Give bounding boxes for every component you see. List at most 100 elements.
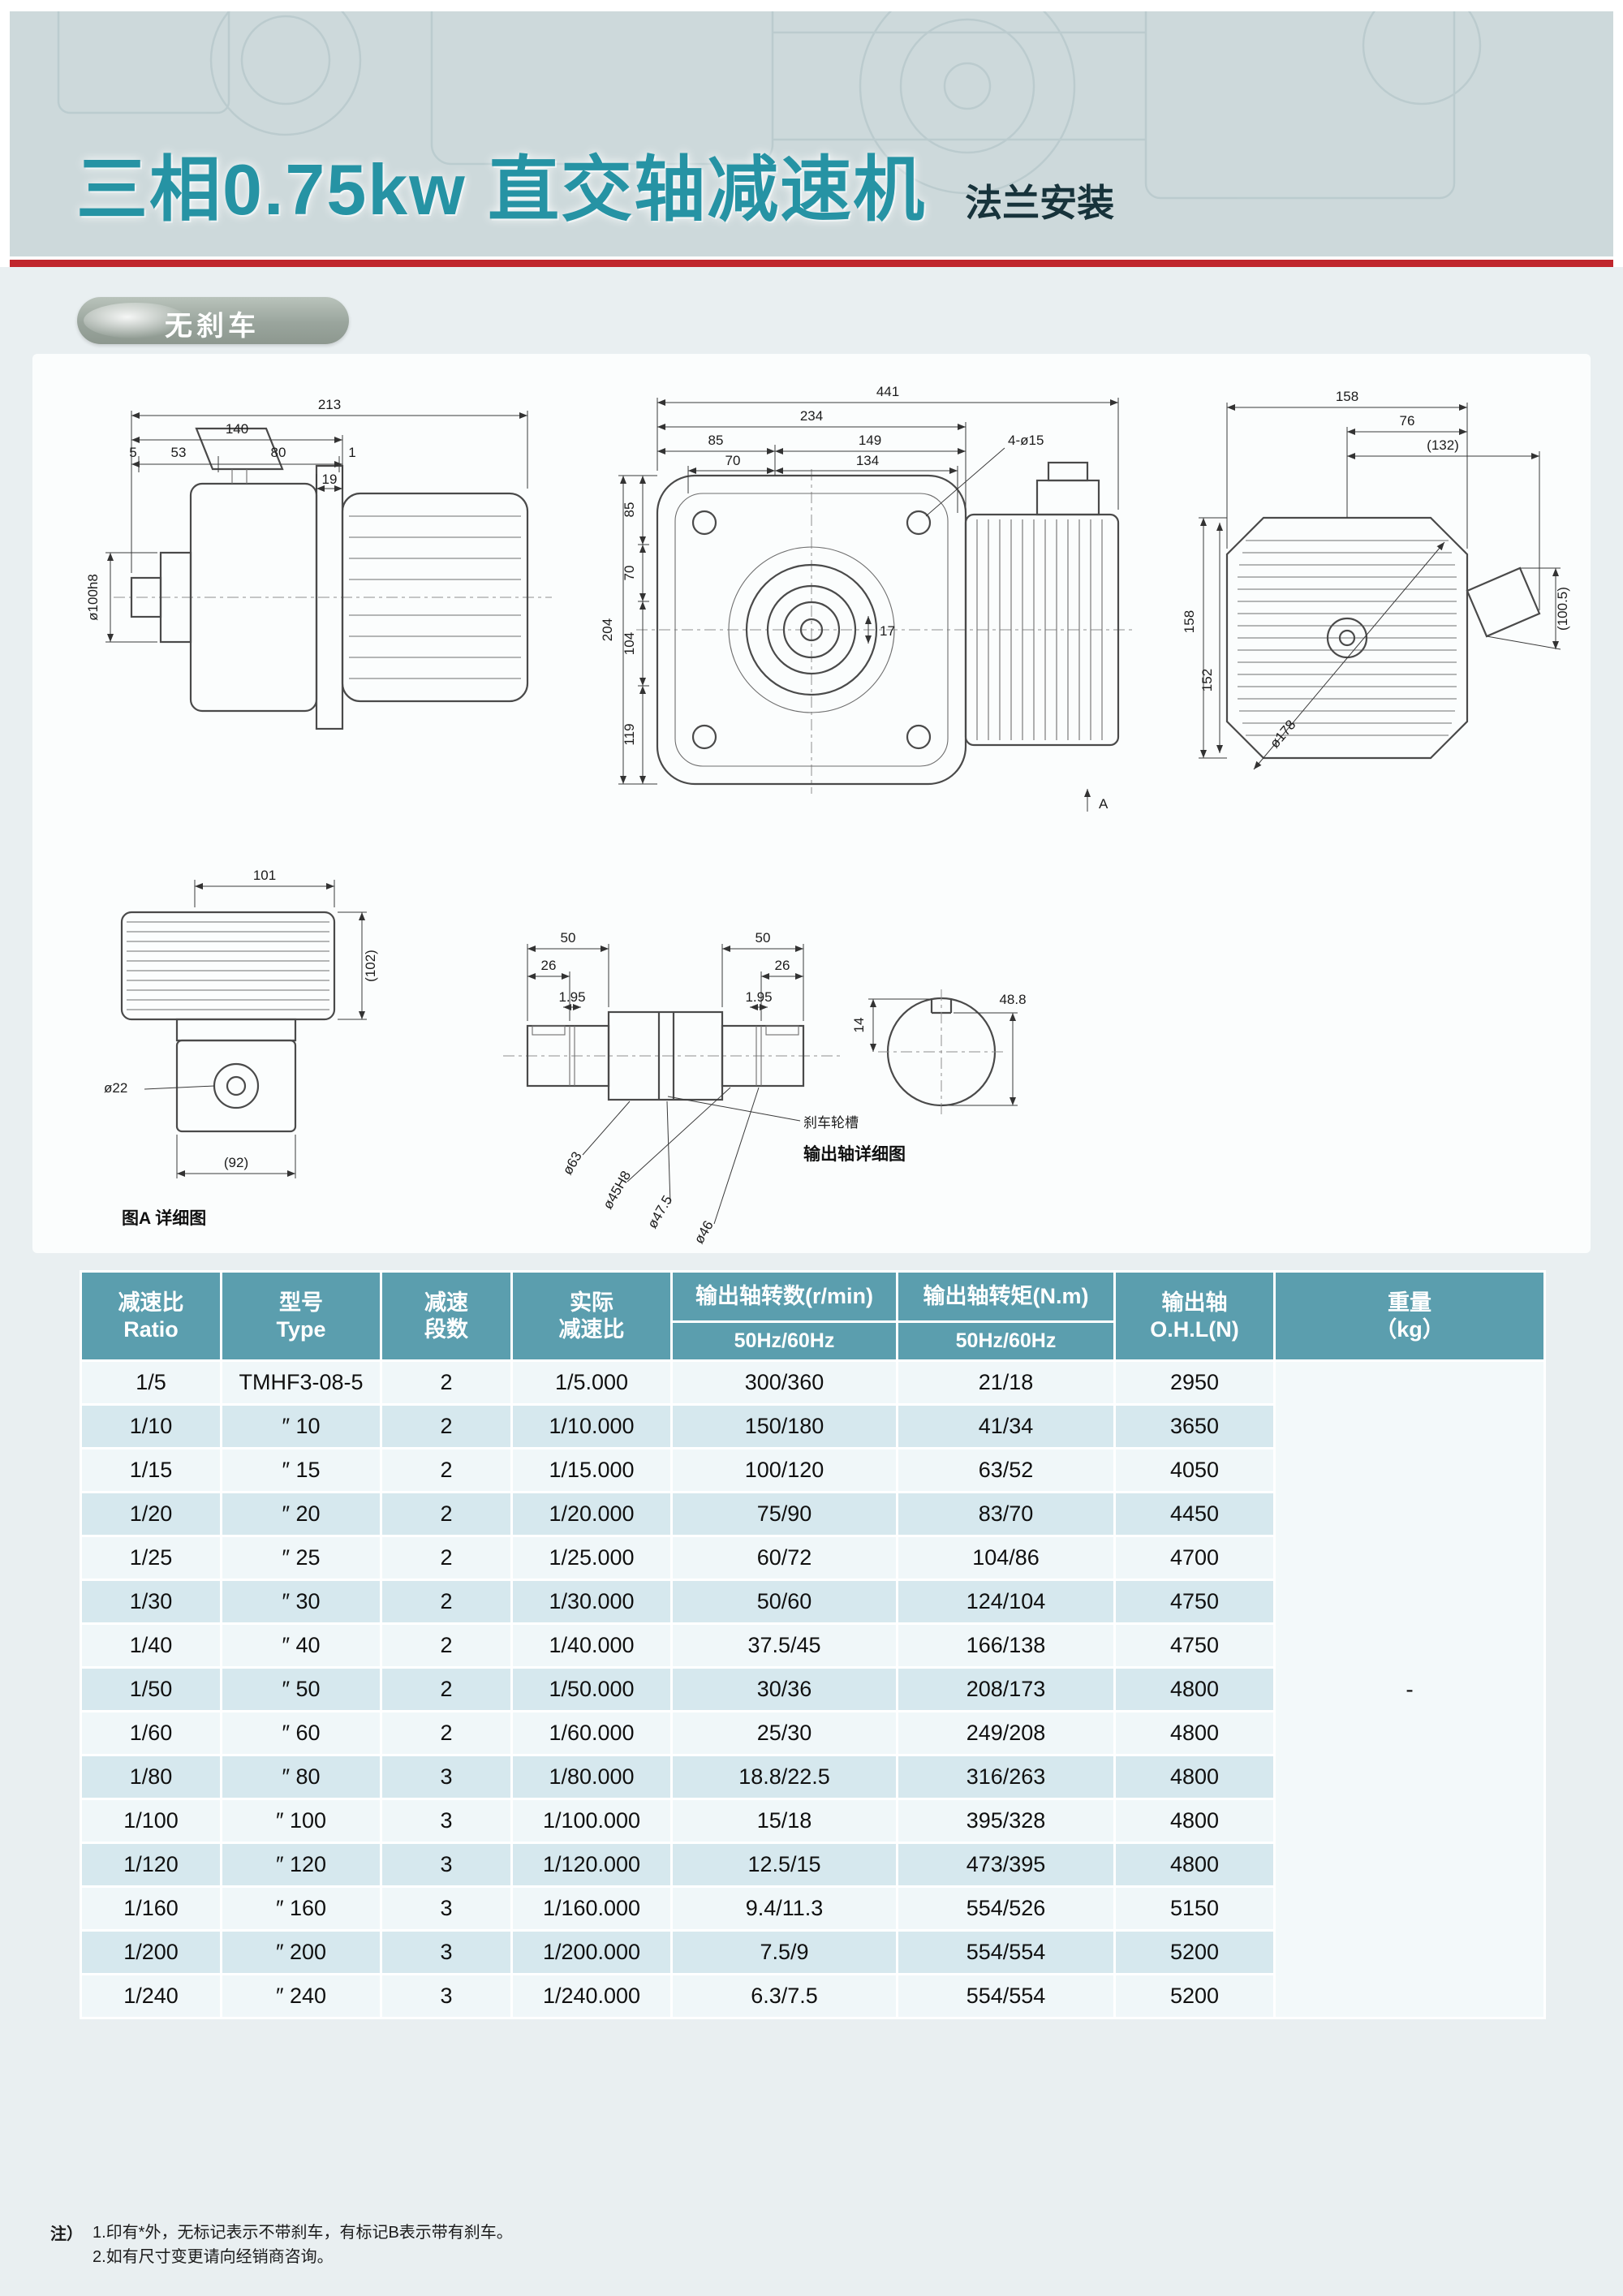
drawing-detail-a: 101 (102) ø22 (92) 图A 详细图: [104, 868, 378, 1228]
col-subheader-torque-hz: 50Hz/60Hz: [896, 1320, 1116, 1362]
cell-ratio: 1/200: [80, 1929, 222, 1975]
dim-rear-132: (132): [1427, 437, 1459, 453]
cell-output-torque: 21/18: [896, 1359, 1116, 1406]
cell-output-speed: 300/360: [670, 1359, 898, 1406]
drawing-side-view: 213 140 5 53 80 1 19 ø100h8: [85, 397, 552, 730]
cell-stages: 2: [380, 1579, 513, 1625]
cell-stages: 2: [380, 1535, 513, 1581]
rear-view-dimensions: 158 76 (132) 158 152 (100.5) ø178: [1182, 389, 1570, 770]
dim-shaft-50r: 50: [756, 930, 771, 946]
cell-output-torque: 395/328: [896, 1798, 1116, 1844]
cell-output-speed: 12.5/15: [670, 1842, 898, 1888]
cell-stages: 3: [380, 1973, 513, 2019]
cell-actual-ratio: 1/240.000: [510, 1973, 673, 2019]
col-header-type: 型号 Type: [220, 1270, 382, 1362]
drawing-rear-view: 158 76 (132) 158 152 (100.5) ø178: [1182, 389, 1570, 770]
dim-front-119: 119: [622, 723, 637, 745]
table-row: 1/10 ″ 10 2 1/10.000 150/180 41/34 3650: [80, 1403, 1545, 1450]
cell-actual-ratio: 1/15.000: [510, 1447, 673, 1493]
cell-type: ″ 30: [220, 1579, 382, 1625]
dim-front-85: 85: [708, 433, 724, 448]
cell-output-torque: 249/208: [896, 1710, 1116, 1756]
page-title: 三相0.75kw 直交轴减速机: [76, 149, 927, 230]
cell-ohl: 4800: [1113, 1842, 1276, 1888]
dim-shaft-dia475: ø47.5: [644, 1193, 675, 1231]
cell-ohl: 5150: [1113, 1885, 1276, 1932]
cell-ohl: 4750: [1113, 1622, 1276, 1669]
dim-front-70: 70: [725, 453, 741, 468]
table-row: 1/160 ″ 160 3 1/160.000 9.4/11.3 554/526…: [80, 1885, 1545, 1932]
cell-ohl: 4800: [1113, 1666, 1276, 1712]
cell-ratio: 1/20: [80, 1491, 222, 1537]
cell-output-torque: 166/138: [896, 1622, 1116, 1669]
cell-ratio: 1/120: [80, 1842, 222, 1888]
spec-table-head: 减速比 Ratio 型号 Type 减速 段数 实际 减速比 输出轴转数(r/m…: [80, 1270, 1546, 1362]
dim-shaft-488: 48.8: [999, 992, 1026, 1007]
table-row: 1/5 TMHF3-08-5 2 1/5.000 300/360 21/18 2…: [80, 1359, 1546, 2019]
cell-ohl: 5200: [1113, 1929, 1276, 1975]
cell-ratio: 1/10: [80, 1403, 222, 1450]
dim-shaft-14: 14: [851, 1018, 867, 1033]
cell-output-torque: 208/173: [896, 1666, 1116, 1712]
dim-shaft-dia45: ø45H8: [600, 1168, 634, 1212]
detail-a-outline: [120, 911, 336, 1133]
cell-type: ″ 50: [220, 1666, 382, 1712]
dim-front-134: 134: [856, 453, 879, 468]
dim-rear-v158: 158: [1182, 610, 1197, 633]
front-view-dimensions: 441 234 85 149 70 134 4-ø15: [600, 384, 1119, 812]
cell-output-torque: 104/86: [896, 1535, 1116, 1581]
cell-output-speed: 18.8/22.5: [670, 1754, 898, 1800]
front-view-outline: [636, 461, 1136, 794]
cell-ohl: 3650: [1113, 1403, 1276, 1450]
dim-front-v85: 85: [622, 502, 637, 518]
table-row: 1/120 ″ 120 3 1/120.000 12.5/15 473/395 …: [80, 1842, 1545, 1888]
header-band: 三相0.75kw 直交轴减速机 法兰安装: [10, 11, 1613, 256]
cell-output-torque: 83/70: [896, 1491, 1116, 1537]
cell-ohl: 4450: [1113, 1491, 1276, 1537]
dim-side-1: 1: [348, 445, 355, 460]
shaft-brake-groove-label: 刹车轮槽: [803, 1115, 859, 1131]
cell-type: ″ 25: [220, 1535, 382, 1581]
detail-a-caption: 图A 详细图: [122, 1208, 206, 1228]
cell-ratio: 1/40: [80, 1622, 222, 1669]
dim-rear-76: 76: [1400, 413, 1415, 429]
col-header-output-speed: 输出轴转数(r/min): [670, 1270, 898, 1323]
cell-output-torque: 41/34: [896, 1403, 1116, 1450]
cell-output-torque: 554/554: [896, 1973, 1116, 2019]
cell-output-speed: 25/30: [670, 1710, 898, 1756]
cell-type: ″ 120: [220, 1842, 382, 1888]
shaft-outline: [503, 989, 1005, 1114]
cell-stages: 3: [380, 1754, 513, 1800]
cell-ohl: 4800: [1113, 1710, 1276, 1756]
col-header-weight: 重量 （kg）: [1273, 1270, 1546, 1362]
cell-actual-ratio: 1/80.000: [510, 1754, 673, 1800]
cell-output-speed: 150/180: [670, 1403, 898, 1450]
drawing-front-view: 441 234 85 149 70 134 4-ø15: [600, 384, 1136, 812]
no-brake-badge: 无刹车: [77, 297, 349, 344]
cell-ohl: 4800: [1113, 1798, 1276, 1844]
cell-type: ″ 100: [220, 1798, 382, 1844]
cell-ratio: 1/60: [80, 1710, 222, 1756]
technical-drawings-panel: 213 140 5 53 80 1 19 ø100h8: [32, 354, 1591, 1253]
cell-type: ″ 60: [220, 1710, 382, 1756]
dim-shaft-195l: 1.95: [558, 989, 585, 1005]
col-header-actual-ratio: 实际 减速比: [510, 1270, 673, 1362]
shaft-detail-caption: 输出轴详细图: [803, 1144, 906, 1164]
cell-stages: 3: [380, 1929, 513, 1975]
cell-output-speed: 6.3/7.5: [670, 1973, 898, 2019]
cell-actual-ratio: 1/120.000: [510, 1842, 673, 1888]
cell-type: ″ 40: [220, 1622, 382, 1669]
footnote-line-1: 1.印有*外，无标记表示不带刹车，有标记B表示带有刹车。: [93, 2224, 513, 2242]
cell-ohl: 4050: [1113, 1447, 1276, 1493]
cell-output-speed: 50/60: [670, 1579, 898, 1625]
cell-ratio: 1/30: [80, 1579, 222, 1625]
cell-ratio: 1/5: [80, 1359, 222, 1406]
dim-side-140: 140: [226, 421, 248, 437]
dim-side-total: 213: [318, 397, 341, 412]
dim-front-v70: 70: [622, 566, 637, 581]
side-view-outline: [114, 427, 552, 730]
cell-type: ″ 10: [220, 1403, 382, 1450]
table-row: 1/15 ″ 15 2 1/15.000 100/120 63/52 4050: [80, 1447, 1545, 1493]
dim-detail-gland: ø22: [104, 1080, 127, 1096]
badge-label: 无刹车: [165, 311, 260, 342]
